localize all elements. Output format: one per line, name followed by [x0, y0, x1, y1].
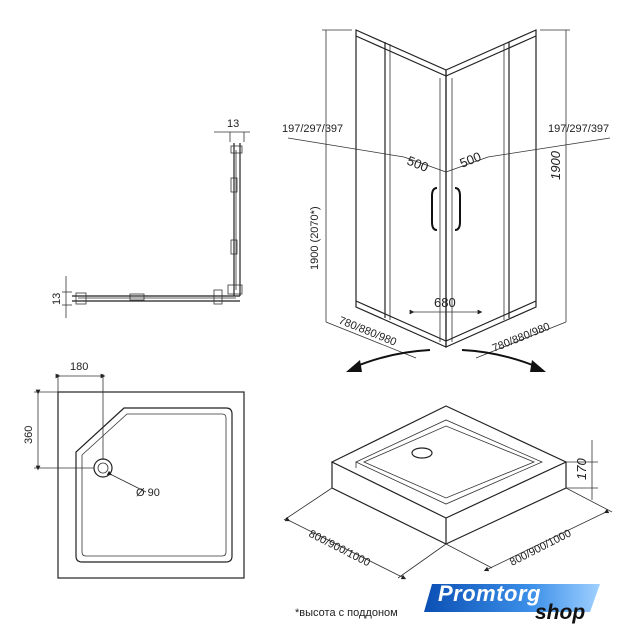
tray-cut-width: 180 [70, 361, 88, 373]
tray-drain-diameter: Ø 90 [136, 487, 160, 499]
tray-plan-view: Ø 90 180 360 [23, 361, 245, 579]
enclosure-dim-right-offset: 197/297/397 [548, 123, 609, 135]
profile-dim-left: 13 [51, 293, 63, 305]
enclosure-entry-width: 680 [434, 295, 456, 310]
enclosure-door-left: 500 [405, 153, 431, 175]
logo-sub-text: shop [535, 601, 586, 624]
profile-view: 13 13 [51, 118, 250, 318]
profile-dim-top: 13 [227, 118, 239, 130]
tray-iso-side-right: 800/900/1000 [508, 527, 573, 568]
tray-cut-depth: 360 [23, 426, 35, 444]
enclosure-door-right: 500 [458, 149, 484, 171]
tray-iso-height: 170 [574, 458, 589, 480]
enclosure-side-right: 780/880/980 [491, 321, 552, 355]
enclosure-view: 197/297/397 197/297/397 500 500 680 1900… [282, 29, 611, 372]
logo-main-text: Promtorg [438, 581, 541, 606]
enclosure-side-left: 780/880/980 [337, 315, 398, 349]
tray-iso-side-left: 800/900/1000 [307, 528, 372, 569]
enclosure-height-left: 1900 (2070*) [309, 206, 321, 270]
enclosure-height-right: 1900 [548, 150, 563, 180]
logo [424, 584, 600, 612]
enclosure-dim-left-offset: 197/297/397 [282, 123, 343, 135]
footnote: *высота с поддоном [295, 607, 398, 619]
tray-iso-view: 170 800/900/1000 800/900/1000 [283, 405, 613, 580]
